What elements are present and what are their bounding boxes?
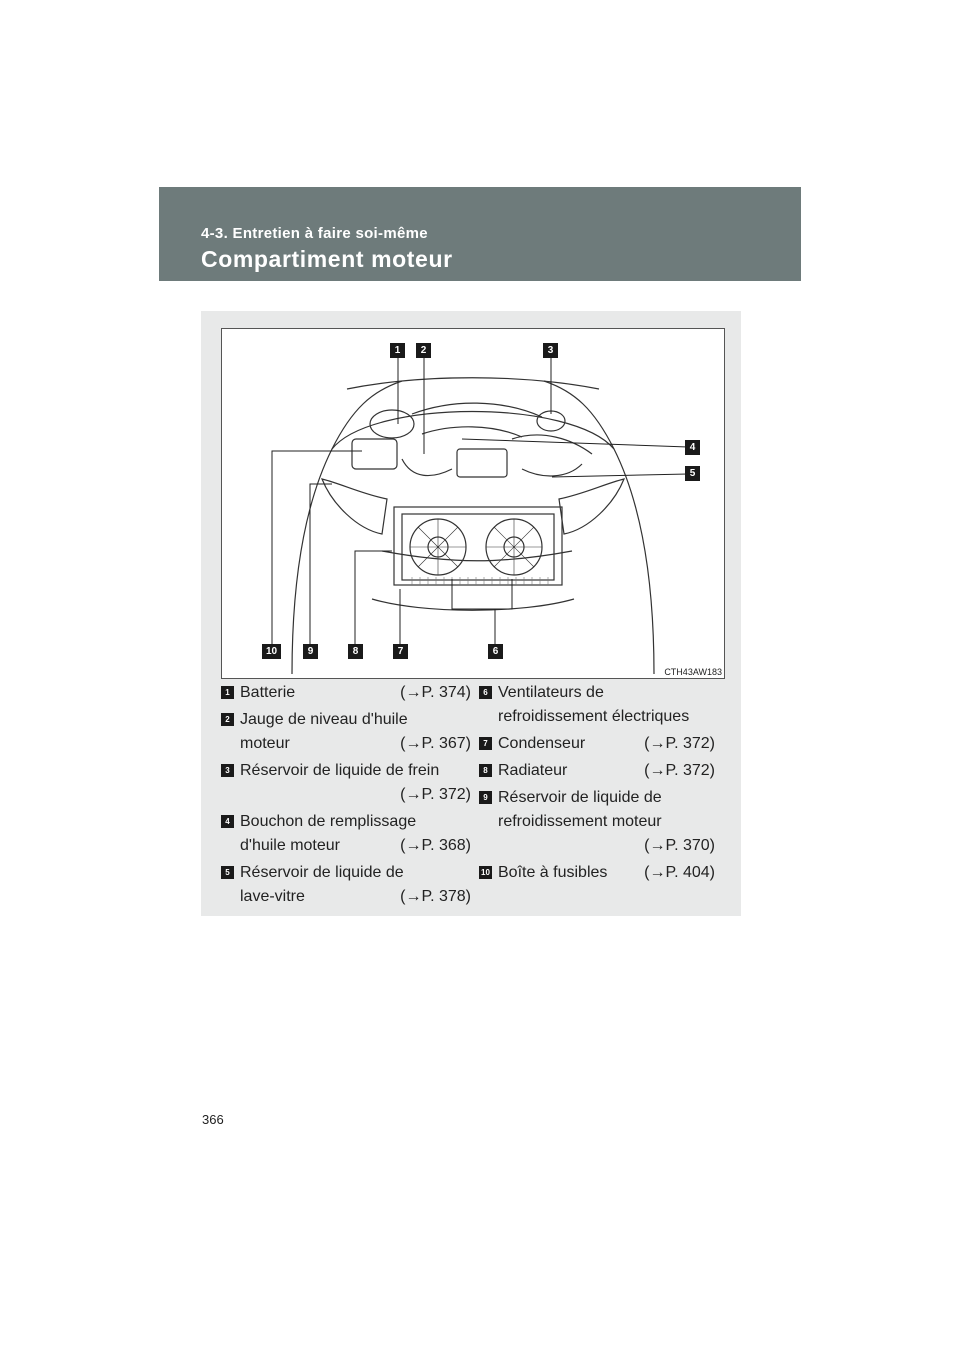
legend-number: 7 — [479, 737, 492, 750]
legend-item: 9 Réservoir de liquide de refroidissement … — [479, 786, 715, 858]
page-reference: (→P. 404) — [644, 864, 715, 881]
legend-item: 1 Batterie(→P. 374) — [221, 681, 471, 705]
callout-10: 10 — [262, 644, 281, 659]
callout-9: 9 — [303, 644, 318, 659]
legend-item: 4 Bouchon de remplissage d'huile moteur(→P… — [221, 810, 471, 858]
legend-label: Batterie(→P. 374) — [240, 681, 471, 705]
callout-1: 1 — [390, 343, 405, 358]
legend-item: 5 Réservoir de liquide de lave-vitre(→P. 3… — [221, 861, 471, 909]
legend-item: 8 Radiateur(→P. 372) — [479, 759, 715, 783]
legend-label: Radiateur(→P. 372) — [498, 759, 715, 783]
engine-illustration: 1 2 3 4 5 6 7 8 9 10 CTH43AW183 — [221, 328, 725, 679]
figure-code: CTH43AW183 — [664, 667, 722, 677]
page-reference: (→P. 368) — [400, 837, 471, 854]
legend-item: 3 Réservoir de liquide de frein (→P. 372) — [221, 759, 471, 807]
legend-label: moteur(→P. 367) — [240, 732, 471, 756]
page-reference: (→P. 372) — [644, 762, 715, 779]
section-label: 4-3. Entretien à faire soi-même — [201, 225, 428, 242]
legend-number: 8 — [479, 764, 492, 777]
callout-7: 7 — [393, 644, 408, 659]
callout-2: 2 — [416, 343, 431, 358]
page-title: Compartiment moteur — [201, 246, 453, 272]
page-reference: (→P. 378) — [400, 888, 471, 905]
legend-number: 10 — [479, 866, 492, 879]
legend-number: 9 — [479, 791, 492, 804]
page-number: 366 — [202, 1112, 224, 1127]
legend-item: 10 Boîte à fusibles(→P. 404) — [479, 861, 715, 885]
page-reference: (→P. 370) — [644, 837, 715, 854]
engine-drawing — [271, 358, 689, 675]
legend-label: Ventilateurs de — [498, 684, 604, 701]
legend-label: d'huile moteur(→P. 368) — [240, 834, 471, 858]
legend-label: Réservoir de liquide de frein — [240, 762, 440, 779]
legend-right: 6 Ventilateurs de refroidissement électriq… — [479, 681, 715, 888]
page-reference: (→P. 374) — [400, 684, 471, 701]
page-reference: (→P. 372) — [644, 735, 715, 752]
legend-label: Bouchon de remplissage — [240, 813, 417, 830]
legend-label: Jauge de niveau d'huile — [240, 711, 408, 728]
chapter-header: 4-3. Entretien à faire soi-même Comparti… — [159, 187, 801, 281]
legend-label: Réservoir de liquide de — [240, 864, 404, 881]
callout-3: 3 — [543, 343, 558, 358]
legend-label: Condenseur(→P. 372) — [498, 732, 715, 756]
legend-label: Réservoir de liquide de — [498, 789, 662, 806]
callout-5: 5 — [685, 466, 700, 481]
legend-number: 4 — [221, 815, 234, 828]
legend-number: 6 — [479, 686, 492, 699]
callout-8: 8 — [348, 644, 363, 659]
legend-item: 7 Condenseur(→P. 372) — [479, 732, 715, 756]
callout-6: 6 — [488, 644, 503, 659]
legend-number: 1 — [221, 686, 234, 699]
legend-item: 2 Jauge de niveau d'huile moteur(→P. 367) — [221, 708, 471, 756]
page-reference: (→P. 372) — [400, 786, 471, 803]
legend-label: refroidissement moteur — [498, 813, 662, 830]
legend-number: 2 — [221, 713, 234, 726]
legend-label: refroidissement électriques — [498, 708, 690, 725]
legend-item: 6 Ventilateurs de refroidissement électriq… — [479, 681, 715, 729]
legend-left: 1 Batterie(→P. 374) 2 Jauge de niveau d'hui… — [221, 681, 471, 912]
legend-label: Boîte à fusibles(→P. 404) — [498, 861, 715, 885]
legend-number: 3 — [221, 764, 234, 777]
legend-label: lave-vitre(→P. 378) — [240, 885, 471, 909]
legend-number: 5 — [221, 866, 234, 879]
page-reference: (→P. 367) — [400, 735, 471, 752]
callout-4: 4 — [685, 440, 700, 455]
